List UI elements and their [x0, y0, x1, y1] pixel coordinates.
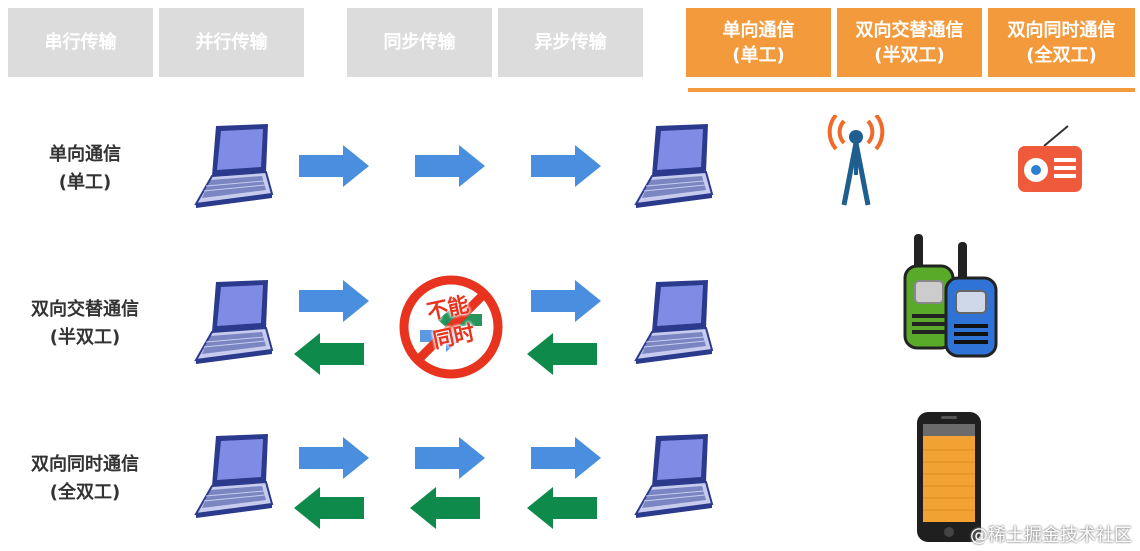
header-full-duplex: 双向同时通信 (全双工)	[988, 8, 1135, 77]
arrow-left-icon	[410, 487, 480, 529]
header-simplex-line1: 单向通信	[722, 19, 795, 41]
arrow-left-icon	[294, 487, 364, 529]
header-serial-label: 串行传输	[44, 32, 117, 53]
laptop-icon	[195, 434, 273, 519]
header-half-duplex-line1: 双向交替通信	[855, 19, 964, 41]
header-serial-transmission: 串行传输	[8, 8, 153, 77]
header-async-transmission: 异步传输	[498, 8, 643, 77]
header-full-duplex-line2: (全双工)	[1026, 44, 1097, 66]
arrow-right-icon	[299, 280, 369, 322]
laptop-icon	[635, 434, 713, 519]
arrow-left-icon	[527, 333, 597, 375]
orange-underline	[688, 88, 1135, 92]
header-full-duplex-line1: 双向同时通信	[1007, 19, 1116, 41]
row-label-full-duplex-line2: (全双工)	[49, 482, 121, 503]
header-async-label: 异步传输	[534, 32, 607, 53]
header-sync-transmission: 同步传输	[347, 8, 492, 77]
header-parallel-label: 并行传输	[195, 32, 268, 53]
forbid-icon	[399, 275, 503, 379]
row-label-half-duplex-line2: (半双工)	[49, 327, 121, 348]
watermark: @稀土掘金技术社区	[970, 525, 1132, 546]
row-label-simplex-line2: (单工)	[58, 172, 112, 193]
row-label-full-duplex: 双向同时通信 (全双工)	[0, 451, 170, 507]
no-simultaneous-sign: 不能 同时	[398, 274, 504, 380]
header-parallel-transmission: 并行传输	[159, 8, 304, 77]
arrow-left-icon	[294, 333, 364, 375]
arrow-right-icon	[415, 437, 485, 479]
laptop-icon	[195, 124, 273, 209]
header-sync-label: 同步传输	[383, 32, 456, 53]
smartphone-icon	[917, 412, 981, 542]
row-label-full-duplex-line1: 双向同时通信	[31, 454, 139, 475]
broadcast-tower-icon	[827, 115, 885, 206]
arrow-right-icon	[531, 145, 601, 187]
laptop-icon	[635, 280, 713, 365]
row-label-simplex: 单向通信 (单工)	[0, 141, 170, 197]
arrow-right-icon	[531, 280, 601, 322]
arrow-right-icon	[299, 145, 369, 187]
row-label-simplex-line1: 单向通信	[49, 144, 121, 165]
laptop-icon	[635, 124, 713, 209]
row-label-half-duplex: 双向交替通信 (半双工)	[0, 296, 170, 352]
header-half-duplex: 双向交替通信 (半双工)	[837, 8, 982, 77]
walkie-talkie-icon	[903, 234, 998, 358]
row-label-half-duplex-line1: 双向交替通信	[31, 299, 139, 320]
radio-icon	[1018, 125, 1082, 192]
header-simplex: 单向通信 (单工)	[686, 8, 831, 77]
arrow-right-icon	[531, 437, 601, 479]
header-half-duplex-line2: (半双工)	[874, 44, 945, 66]
arrow-right-icon	[415, 145, 485, 187]
header-simplex-line2: (单工)	[732, 44, 785, 66]
arrow-right-icon	[299, 437, 369, 479]
arrow-left-icon	[527, 487, 597, 529]
laptop-icon	[195, 280, 273, 365]
